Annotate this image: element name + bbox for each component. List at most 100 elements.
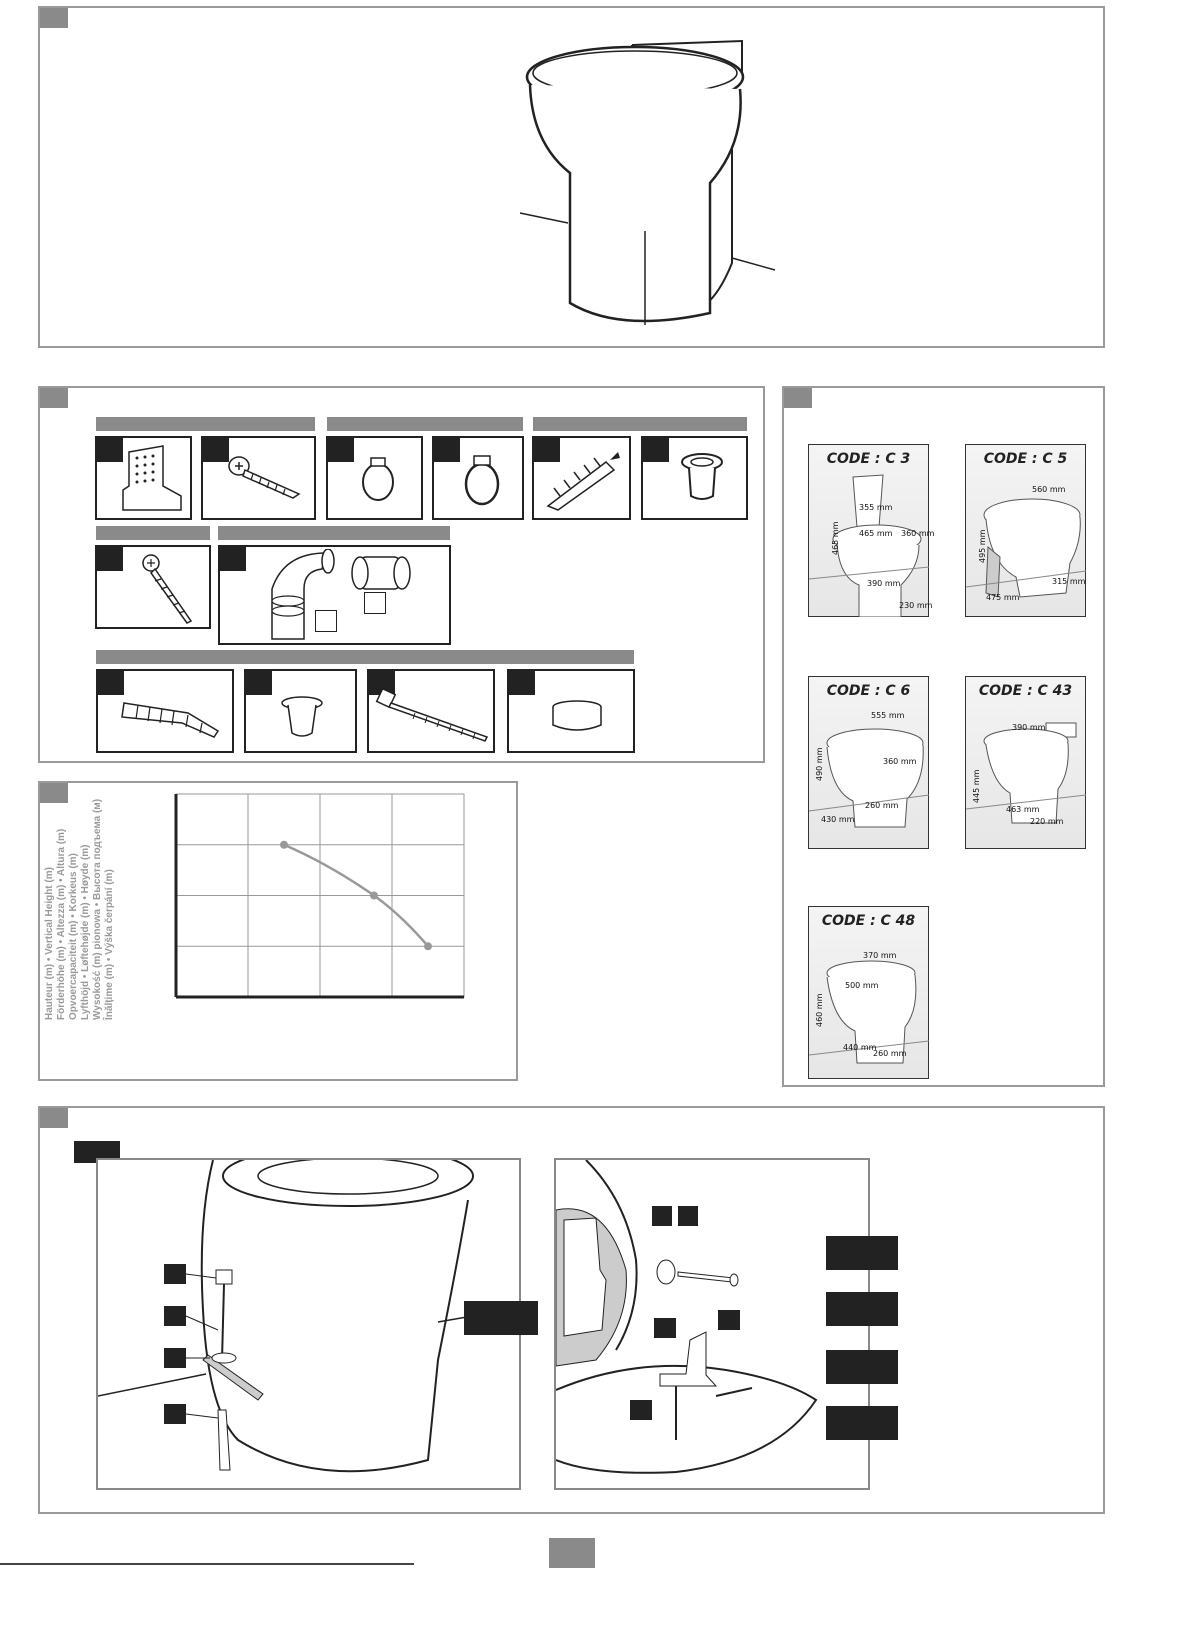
model-code: CODE : C 43 [978, 683, 1073, 699]
dimension-label: 555 mm [871, 711, 905, 720]
model-card-c43: CODE : C 43 390 mm 445 mm 463 mm 220 mm [965, 676, 1086, 849]
panel-corner-marker [40, 783, 68, 803]
bottom-rule [0, 1563, 414, 1565]
chart-ylabel: Hauteur (m) • Vertical Height (m) Förder… [44, 798, 116, 1020]
model-c5-image [966, 498, 1086, 598]
callout-tag [678, 1206, 698, 1226]
part-washer-sleeve [641, 436, 748, 520]
install-right-illustration [556, 1160, 818, 1474]
dimension-label: 220 mm [1030, 817, 1064, 826]
parts-group-bar [96, 417, 315, 431]
step-label-block [826, 1406, 898, 1440]
callout-tag [164, 1348, 186, 1368]
install-detail-left [96, 1158, 521, 1490]
pump-curve-point [370, 891, 378, 900]
parts-group-bar [96, 526, 210, 540]
part-number-tag [203, 438, 229, 462]
callout-box [315, 610, 337, 632]
dimension-label: 390 mm [867, 579, 901, 588]
step-label-block [464, 1301, 538, 1335]
wall-plug-icon [546, 452, 620, 511]
installation-panel [38, 1106, 1105, 1514]
callout-tag [164, 1264, 186, 1284]
part-screw [201, 436, 316, 520]
part-bolt [367, 669, 495, 753]
ylabel-line: Lyfthöjd • Løftehøjde (m) • Høyde (m) [80, 844, 91, 1020]
dimension-label: 463 mm [1006, 805, 1040, 814]
bolt-icon [375, 687, 489, 742]
cap-icon [281, 696, 323, 737]
dimension-label: 440 mm [843, 1043, 877, 1052]
dimension-label: 260 mm [873, 1049, 907, 1058]
bracket-icon [122, 445, 182, 511]
clamp-icon [362, 457, 394, 501]
model-code: CODE : C 3 [826, 451, 911, 467]
parts-group-bar [218, 526, 450, 540]
model-code: CODE : C 5 [983, 451, 1068, 467]
part-outlet-elbow [218, 545, 451, 645]
parts-group-bar [533, 417, 747, 431]
dimension-label: 460 mm [815, 993, 824, 1027]
part-plug-disc [507, 669, 635, 753]
install-left-illustration [98, 1160, 519, 1473]
callout-box [364, 592, 386, 614]
toilet-illustration [519, 39, 776, 325]
step-label-block [826, 1236, 898, 1270]
page-number-block [549, 1538, 595, 1568]
part-wall-anchor [96, 669, 234, 753]
model-card-c3: CODE : C 3 355 mm 465 mm 360 mm 465 mm 3… [808, 444, 934, 617]
dimension-label: 360 mm [883, 757, 917, 766]
dimension-label: 430 mm [821, 815, 855, 824]
dimension-label: 230 mm [899, 601, 933, 610]
part-number-tag [97, 547, 123, 571]
clamp-icon [464, 455, 500, 506]
disc-icon [552, 700, 602, 731]
part-hose-clamp-large [432, 436, 524, 520]
install-detail-right [554, 1158, 870, 1490]
part-number-tag [534, 438, 560, 462]
callout-tag [164, 1306, 186, 1326]
screw-icon [142, 554, 193, 624]
model-card-c5: CODE : C 5 560 mm 495 mm 315 mm 475 mm [965, 444, 1086, 617]
model-c6-image [809, 728, 929, 828]
models-panel: CODE : C 3 355 mm 465 mm 360 mm 465 mm 3… [782, 386, 1105, 1087]
part-number-tag [509, 671, 535, 695]
dimension-label: 490 mm [815, 747, 824, 781]
parts-panel [38, 386, 765, 763]
ylabel-line: Förderhöhe (m) • Altezza (m) • Altura (m… [56, 828, 67, 1020]
pump-curve-point [280, 840, 288, 849]
pump-curve-chart [174, 793, 465, 999]
screw-icon [228, 456, 301, 499]
part-number-tag [643, 438, 669, 462]
product-panel [38, 6, 1105, 348]
dimension-label: 260 mm [865, 801, 899, 810]
part-number-tag [328, 438, 354, 462]
model-card-c48: CODE : C 48 370 mm 500 mm 460 mm 440 mm … [808, 906, 929, 1079]
dimension-label: 465 mm [831, 521, 840, 555]
step-label-block [74, 1141, 120, 1163]
ylabel-line: Wysokość (m) pionowa • Высота подъема (м… [92, 798, 103, 1020]
dimension-label: 315 mm [1052, 577, 1086, 586]
part-cap [244, 669, 357, 753]
dimension-label: 355 mm [859, 503, 893, 512]
callout-tag [718, 1310, 740, 1330]
ylabel-line: Hauteur (m) • Vertical Height (m) [44, 867, 55, 1020]
parts-group-bar [327, 417, 523, 431]
dimension-label: 475 mm [986, 593, 1020, 602]
part-hose-clamp-small [326, 436, 423, 520]
dimension-label: 390 mm [1012, 723, 1046, 732]
model-c43-image [966, 722, 1086, 824]
step-label-block [826, 1292, 898, 1326]
part-long-screw [95, 545, 211, 629]
parts-group-bar [96, 650, 634, 664]
dimension-label: 360 mm [901, 529, 935, 538]
part-number-tag [246, 671, 272, 695]
part-number-tag [97, 438, 123, 462]
model-code: CODE : C 48 [821, 913, 916, 929]
pump-curve-point [424, 942, 432, 951]
ylabel-line: Opvoercapaciteit (m) • Korkeus (m) [68, 853, 79, 1020]
dimension-label: 465 mm [859, 529, 893, 538]
panel-corner-marker [784, 388, 812, 408]
dimension-label: 370 mm [863, 951, 897, 960]
model-card-c6: CODE : C 6 555 mm 490 mm 360 mm 260 mm 4… [808, 676, 929, 849]
